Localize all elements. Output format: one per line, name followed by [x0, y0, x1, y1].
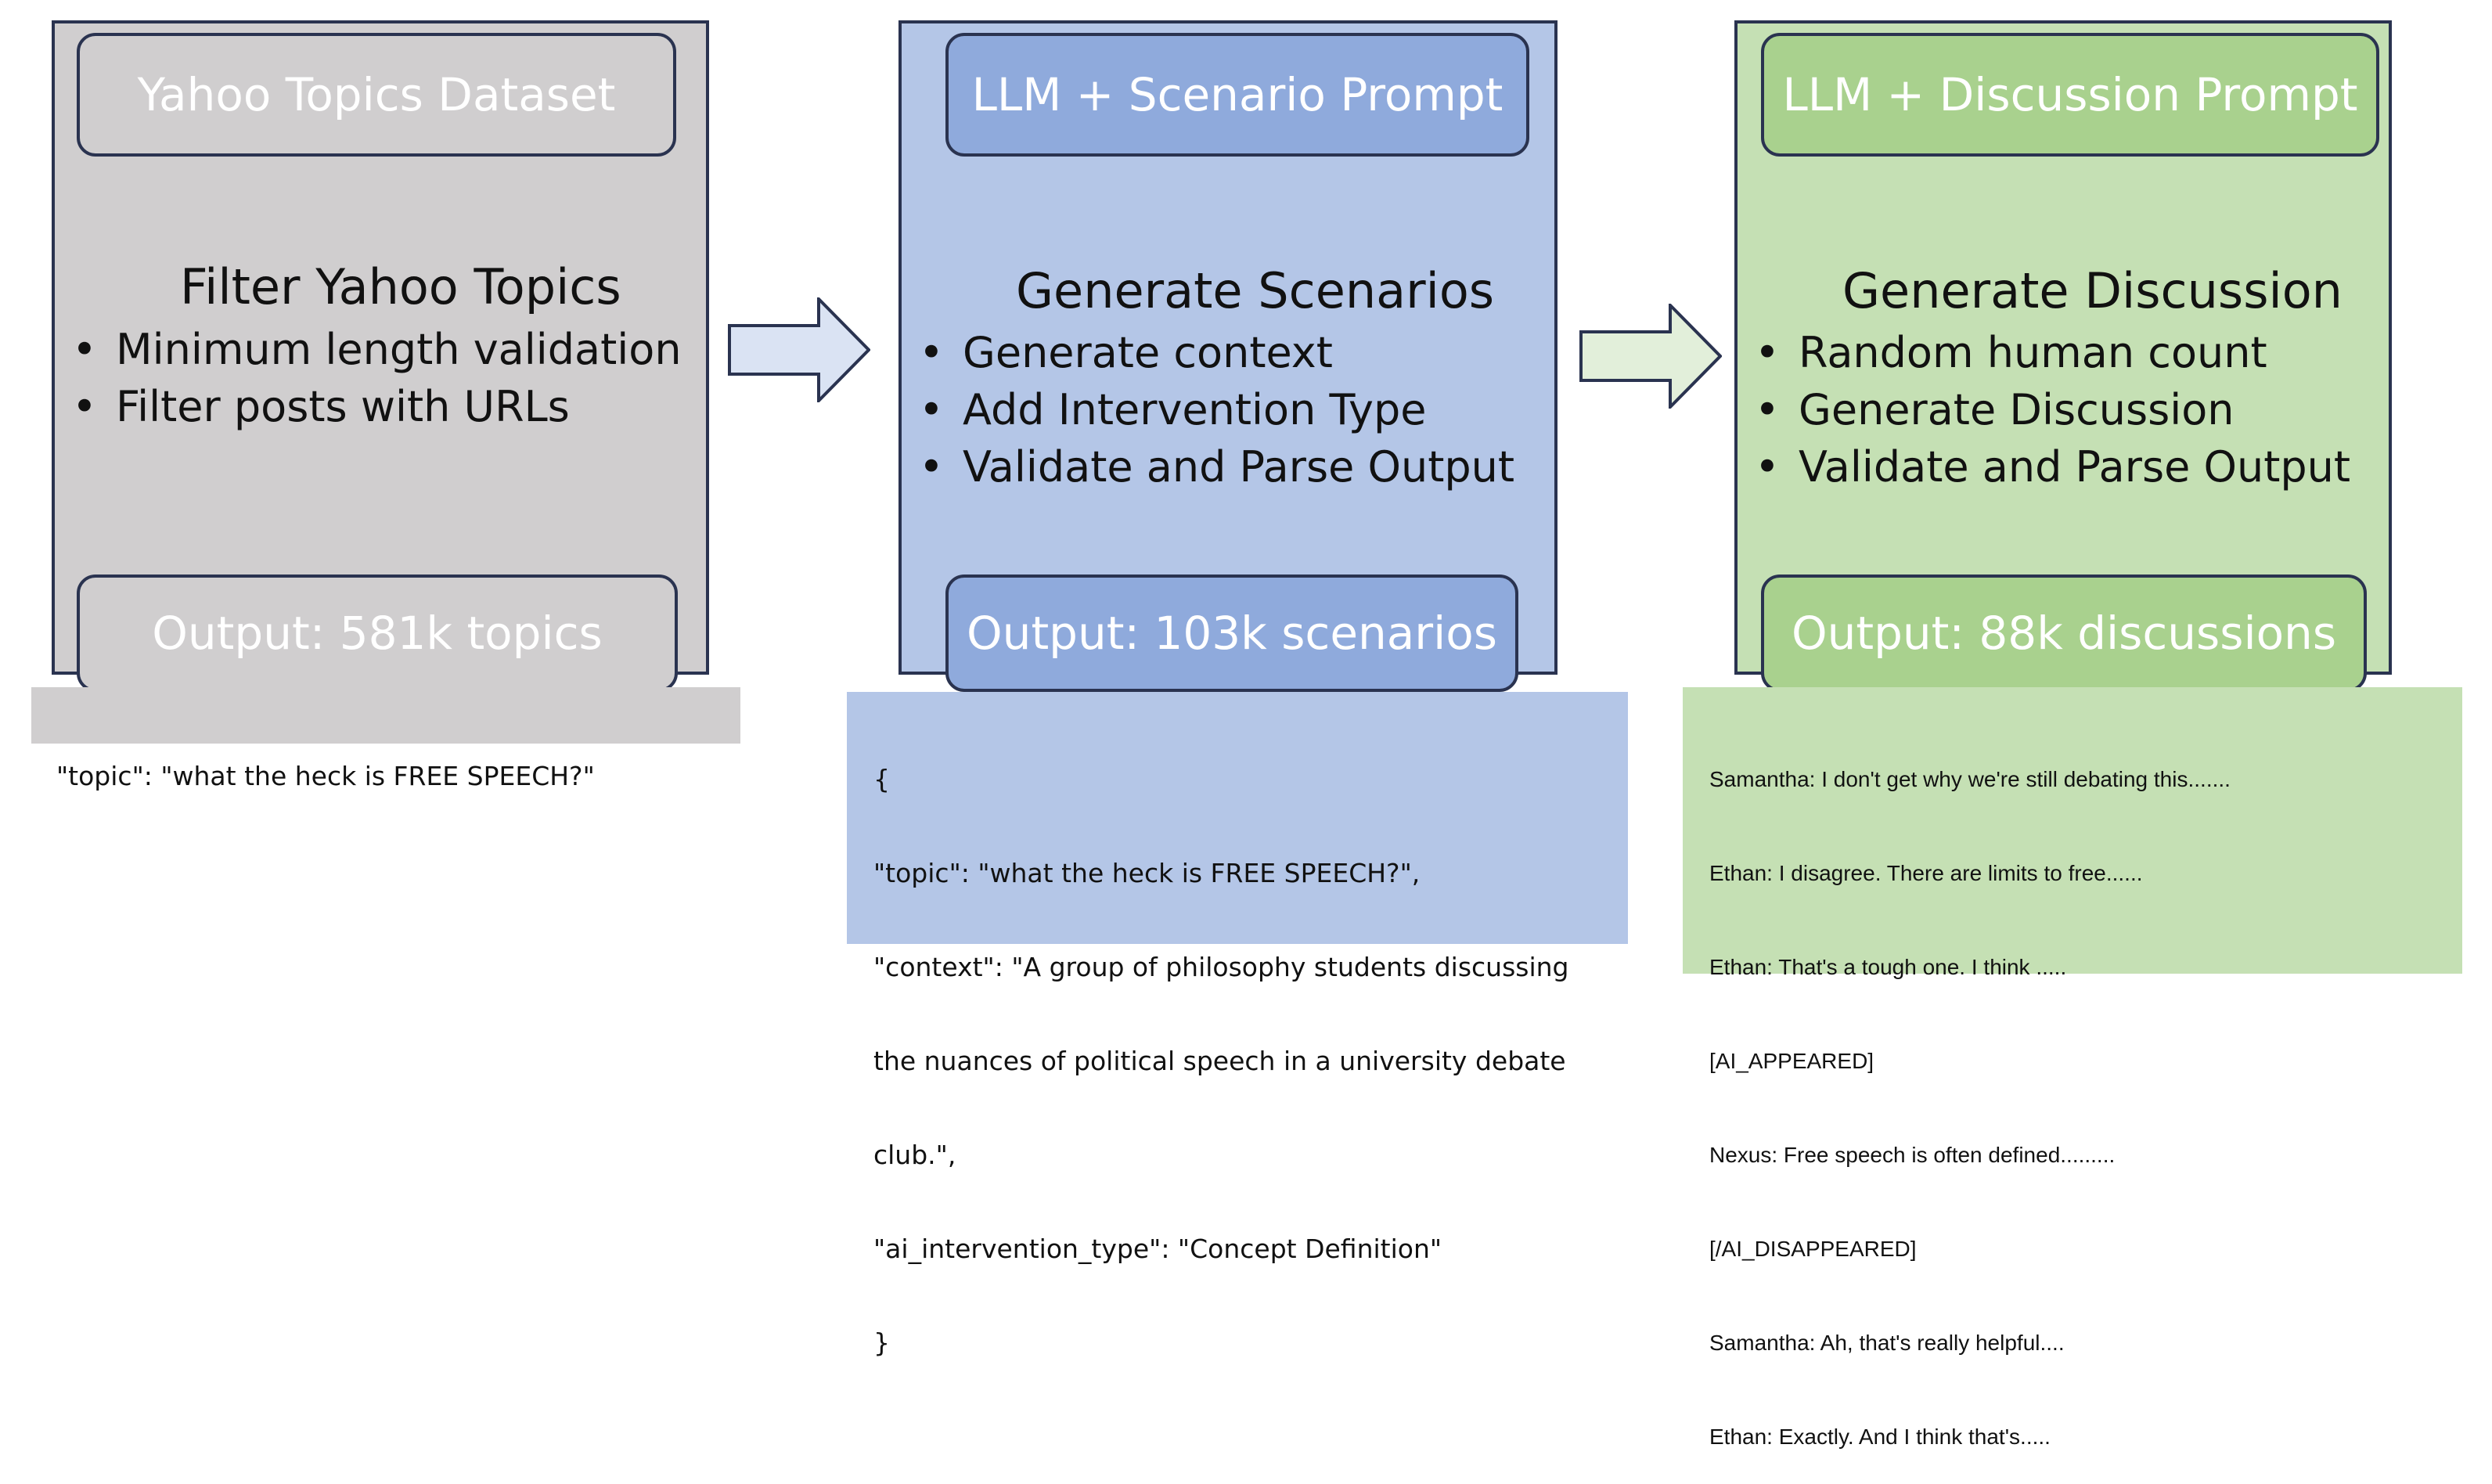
sample-line: "topic": "what the heck is FREE SPEECH?" [56, 761, 595, 791]
step-item: Minimum length validation [72, 321, 682, 378]
sample-line: Ethan: I disagree. There are limits to f… [1709, 861, 2143, 885]
step-item: Filter posts with URLs [72, 378, 682, 435]
sample-line: the nuances of political speech in a uni… [873, 1046, 1566, 1076]
sample-line: } [873, 1327, 890, 1358]
output-count-badge: Output: 88k discussions [1761, 575, 2367, 692]
output-count-badge: Output: 581k topics [77, 575, 678, 692]
sample-line: [AI_APPEARED] [1709, 1049, 1874, 1073]
step-item: Add Intervention Type [919, 381, 1514, 438]
sample-output-box: Samantha: I don't get why we're still de… [1683, 687, 2462, 1449]
scenario-prompt-header: LLM + Scenario Prompt [945, 33, 1529, 157]
step-item: Validate and Parse Output [1755, 438, 2350, 495]
step-item: Random human count [1755, 324, 2350, 381]
sample-output-box: "topic": "what the heck is FREE SPEECH?" [31, 687, 740, 791]
flow-arrow-icon [1579, 304, 1722, 409]
sample-line: Samantha: Ah, that's really helpful.... [1709, 1331, 2065, 1355]
stage-title: Filter Yahoo Topics [180, 258, 621, 315]
stage-title: Generate Scenarios [1016, 262, 1495, 319]
sample-line: Ethan: Exactly. And I think that's..... [1709, 1425, 2051, 1449]
step-item: Validate and Parse Output [919, 438, 1514, 495]
flow-arrow-icon [728, 297, 870, 402]
sample-line: "topic": "what the heck is FREE SPEECH?"… [873, 858, 1421, 888]
sample-output-box: { "topic": "what the heck is FREE SPEECH… [847, 692, 1628, 1358]
sample-line: "context": "A group of philosophy studen… [873, 952, 1569, 982]
dataset-source-header: Yahoo Topics Dataset [77, 33, 676, 157]
step-list: Minimum length validation Filter posts w… [72, 321, 682, 435]
sample-line: club.", [873, 1140, 956, 1170]
sample-line: { [873, 764, 890, 794]
sample-line: Samantha: I don't get why we're still de… [1709, 767, 2231, 791]
sample-line: Nexus: Free speech is often defined.....… [1709, 1143, 2116, 1167]
output-count-badge: Output: 103k scenarios [945, 575, 1518, 692]
sample-line: [/AI_DISAPPEARED] [1709, 1237, 1917, 1261]
step-item: Generate Discussion [1755, 381, 2350, 438]
step-list: Generate context Add Intervention Type V… [919, 324, 1514, 495]
step-item: Generate context [919, 324, 1514, 381]
sample-line: Ethan: That's a tough one. I think ..... [1709, 955, 2067, 979]
stage-title: Generate Discussion [1842, 262, 2343, 319]
step-list: Random human count Generate Discussion V… [1755, 324, 2350, 495]
discussion-prompt-header: LLM + Discussion Prompt [1761, 33, 2379, 157]
sample-line: "ai_intervention_type": "Concept Definit… [873, 1234, 1442, 1264]
